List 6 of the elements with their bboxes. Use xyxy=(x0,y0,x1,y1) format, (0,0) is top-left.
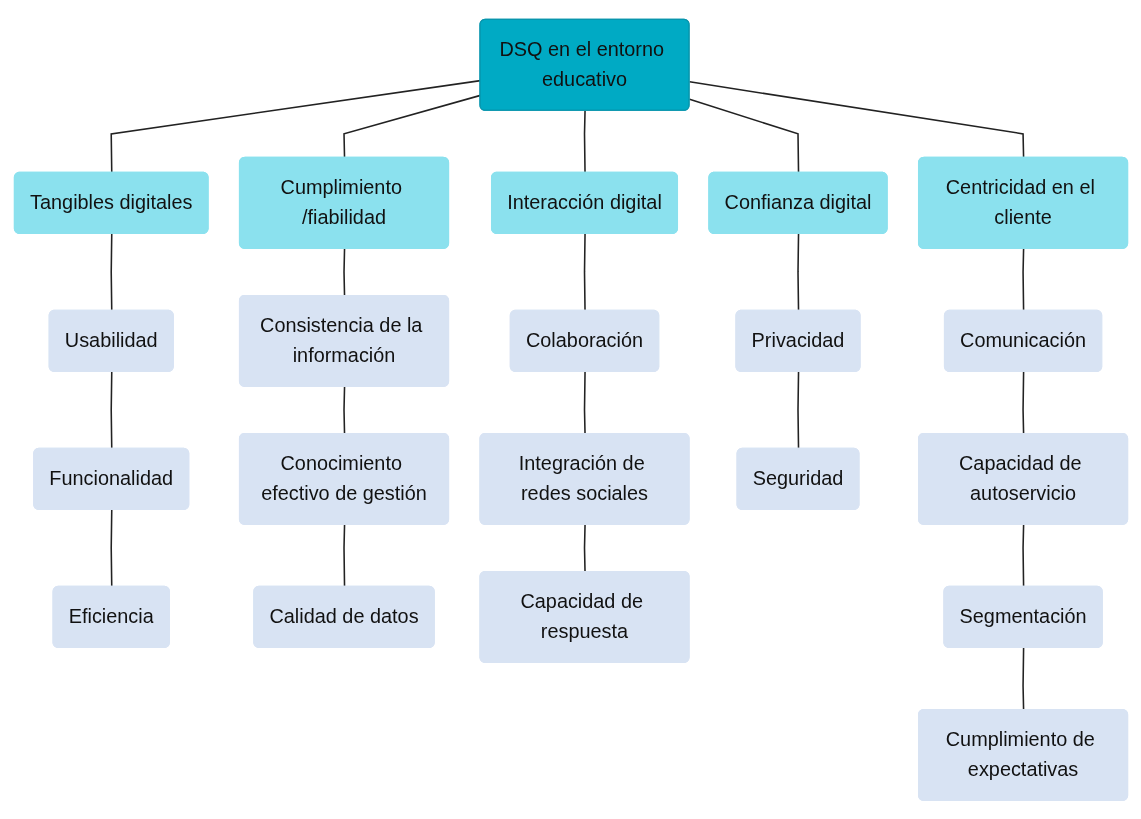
connector xyxy=(583,523,586,573)
connector xyxy=(342,385,345,435)
connector xyxy=(1021,646,1024,711)
connector xyxy=(583,370,586,435)
connector xyxy=(342,247,345,297)
connector xyxy=(1021,370,1024,435)
